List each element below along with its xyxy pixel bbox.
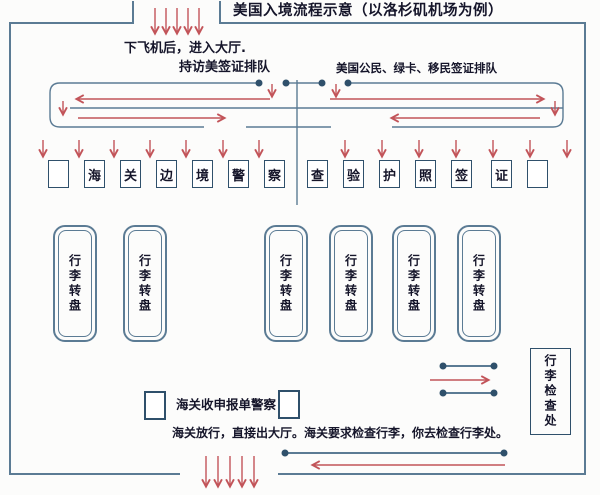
carousel-label: 行李转盘 (137, 253, 152, 314)
exit-flow-lines (201, 449, 508, 489)
enter-hall-note: 下飞机后，进入大厅. (124, 41, 246, 56)
baggage-carousel: 行李转盘 (123, 225, 167, 342)
booth-box: 警 (228, 160, 249, 188)
declaration-desk-box (278, 390, 300, 419)
booth-box: 海 (84, 160, 105, 188)
booth-box: 照 (415, 160, 436, 188)
baggage-inspection-label: 行李检查处 (543, 354, 557, 429)
exit-instructions-note: 海关放行，直接出大厅。海关要求检查行李，你去检查行李处。 (172, 426, 509, 440)
booth-box: 察 (264, 160, 285, 188)
declaration-desk-box (144, 391, 166, 420)
hall-border-lines (9, 1, 586, 475)
booth-box: 边 (156, 160, 177, 188)
booth-box: 签 (451, 160, 472, 188)
jetway-entry-arrows-icon (150, 8, 204, 36)
baggage-carousel: 行李转盘 (329, 225, 373, 342)
baggage-inspection-area: 行李检查处 (530, 348, 571, 435)
baggage-carousel: 行李转盘 (457, 225, 501, 342)
carousel-label: 行李转盘 (343, 253, 358, 314)
citizen-queue-label: 美国公民、绿卡、移民签证排队 (336, 61, 497, 75)
inspection-connector-lines (430, 362, 498, 397)
booth-box: 证 (491, 160, 512, 188)
baggage-carousel: 行李转盘 (53, 225, 97, 342)
queue-lane-lines (49, 79, 564, 128)
declaration-police-label: 海关收申报单警察 (176, 397, 277, 412)
carousel-label: 行李转盘 (278, 253, 293, 314)
baggage-carousel: 行李转盘 (392, 225, 436, 342)
to-booth-arrows-icon (38, 140, 572, 159)
booth-box: 验 (343, 160, 364, 188)
booth-box: 查 (307, 160, 328, 188)
booth-box: 护 (379, 160, 400, 188)
booth-box: 关 (120, 160, 141, 188)
carousel-label: 行李转盘 (67, 253, 82, 314)
carousel-label: 行李转盘 (406, 253, 421, 314)
visitor-queue-label: 持访美签证排队 (179, 60, 271, 75)
queue-flow-arrows-icon (58, 84, 560, 123)
booth-box (527, 160, 548, 188)
booth-box (48, 160, 69, 188)
booth-box: 境 (192, 160, 213, 188)
carousel-label: 行李转盘 (471, 253, 486, 314)
page-title: 美国入境流程示意（以洛杉矶机场为例） (233, 3, 503, 19)
baggage-carousel: 行李转盘 (264, 225, 308, 342)
